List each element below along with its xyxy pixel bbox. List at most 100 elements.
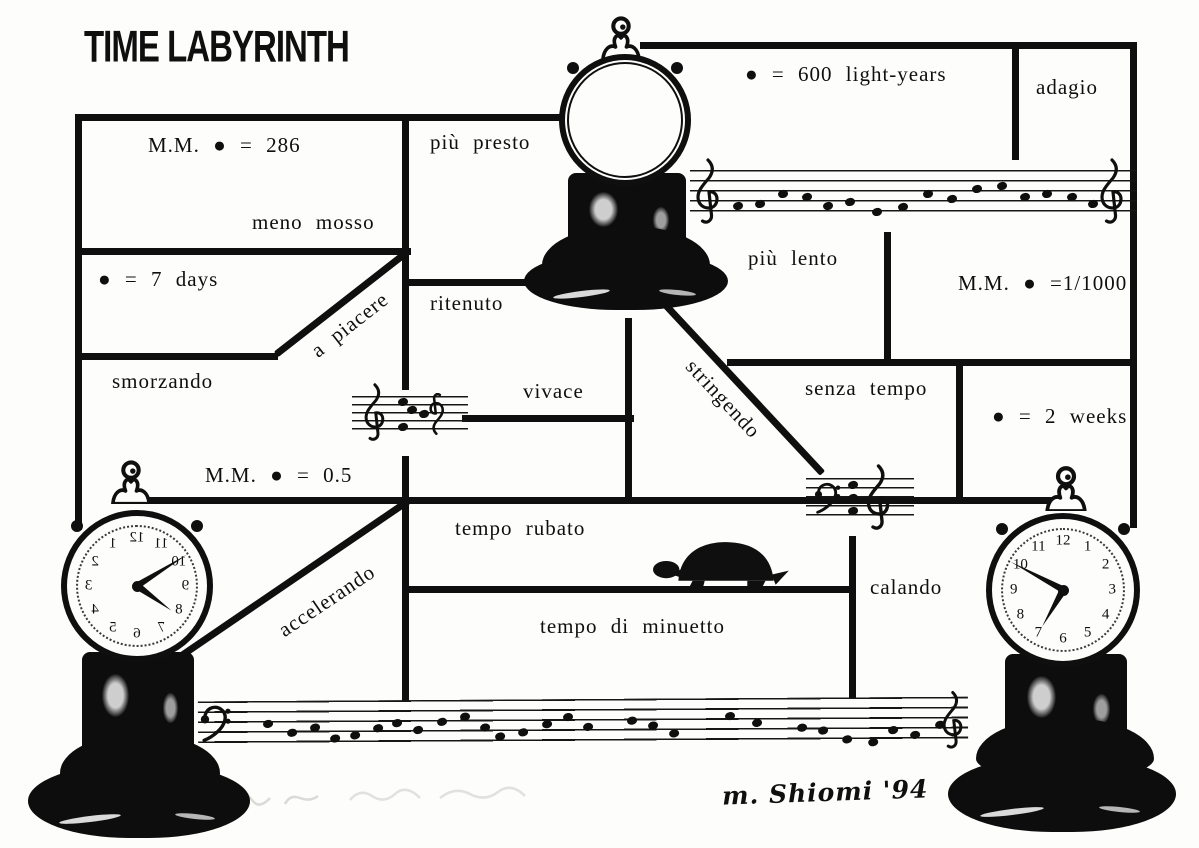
clock-numeral: 8 bbox=[1016, 606, 1025, 623]
clock-numeral: 10 bbox=[1012, 556, 1028, 573]
label-mm-286: M.M. ● = 286 bbox=[148, 133, 301, 157]
labyrinth-wall-diagonal bbox=[649, 288, 826, 476]
clock-numeral: 11 bbox=[1031, 538, 1046, 555]
labyrinth-wall bbox=[1130, 42, 1137, 528]
clock-numeral: 4 bbox=[1101, 606, 1110, 623]
labyrinth-wall bbox=[956, 359, 963, 504]
anniversary-clock-top bbox=[520, 8, 732, 314]
clock-numeral: 6 bbox=[133, 625, 141, 642]
label-600-light-years: ● = 600 light-years bbox=[745, 62, 947, 86]
labyrinth-wall bbox=[462, 415, 634, 422]
label-adagio: adagio bbox=[1036, 75, 1098, 99]
clock-knob bbox=[1118, 523, 1130, 535]
label-tempo-rubato: tempo rubato bbox=[455, 516, 586, 540]
labyrinth-wall bbox=[884, 232, 891, 365]
clock-numeral: 11 bbox=[153, 535, 169, 552]
label-senza-tempo: senza tempo bbox=[805, 376, 928, 400]
labyrinth-wall bbox=[1012, 42, 1019, 160]
music-staff-top bbox=[690, 158, 1137, 224]
treble-clef-icon bbox=[364, 383, 385, 441]
labyrinth-wall bbox=[625, 318, 632, 504]
label-piu-lento: più lento bbox=[748, 246, 839, 270]
label-7-days: ● = 7 days bbox=[98, 267, 219, 291]
clock-numeral: 3 bbox=[1108, 581, 1116, 598]
bass-clef-icon bbox=[200, 705, 231, 743]
clock-numeral: 2 bbox=[91, 553, 99, 570]
labyrinth-wall bbox=[75, 248, 411, 255]
label-accelerando: accelerando bbox=[273, 559, 380, 642]
turtle-icon bbox=[653, 542, 789, 589]
treble-clef-icon bbox=[696, 158, 719, 224]
clock-base bbox=[524, 252, 728, 310]
note-dot bbox=[841, 734, 853, 744]
page-title: TIME LABYRINTH bbox=[84, 22, 350, 73]
faint-erased-writing bbox=[234, 786, 526, 806]
label-vivace: vivace bbox=[523, 379, 584, 403]
labyrinth-wall bbox=[404, 586, 856, 593]
artist-signature: m. Shiomi '94 bbox=[721, 774, 929, 811]
clock-knob bbox=[191, 520, 203, 532]
labyrinth-wall bbox=[849, 536, 856, 698]
note-dot bbox=[397, 422, 409, 432]
note-dot bbox=[867, 737, 879, 747]
label-piu-presto: più presto bbox=[430, 130, 531, 154]
clock-center-cap bbox=[1057, 584, 1069, 596]
treble-clef-icon bbox=[866, 464, 890, 530]
clock-knob bbox=[671, 62, 683, 74]
clock-numeral: 9 bbox=[181, 577, 190, 594]
clock-numeral: 5 bbox=[109, 619, 117, 636]
clock-base bbox=[28, 764, 250, 838]
label-mm-0-5: M.M. ● = 0.5 bbox=[205, 463, 353, 487]
label-calando: calando bbox=[870, 575, 943, 599]
clock-numeral: 2 bbox=[1101, 556, 1110, 573]
labyrinth-wall bbox=[404, 279, 544, 286]
clock-numeral: 9 bbox=[1010, 581, 1018, 598]
label-meno-mosso: meno mosso bbox=[252, 210, 375, 234]
label-smorzando: smorzando bbox=[112, 369, 214, 393]
inverted-treble-clef-icon bbox=[429, 393, 445, 435]
clock-numeral: 8 bbox=[175, 601, 183, 618]
clock-crown-ornament bbox=[111, 460, 151, 504]
treble-clef-icon bbox=[1100, 158, 1123, 224]
labyrinth-wall bbox=[75, 114, 82, 530]
labyrinth-wall bbox=[75, 353, 278, 360]
labyrinth-wall bbox=[75, 114, 562, 121]
label-ritenuto: ritenuto bbox=[430, 291, 504, 315]
labyrinth-wall bbox=[727, 359, 1137, 366]
music-staff-bottom bbox=[197, 691, 969, 749]
clock-face-blank bbox=[559, 54, 691, 186]
clock-numeral: 12 bbox=[129, 529, 145, 546]
labyrinth-wall bbox=[640, 42, 1137, 49]
clock-center-cap bbox=[131, 580, 143, 592]
label-mm-1-1000: M.M. ● =1/1000 bbox=[958, 271, 1128, 295]
clock-numeral: 1 bbox=[1083, 538, 1092, 555]
clock-numeral: 5 bbox=[1083, 624, 1092, 641]
music-staff-small-middle bbox=[806, 464, 914, 530]
clock-numeral: 12 bbox=[1055, 532, 1071, 549]
clock-knob bbox=[996, 523, 1008, 535]
music-staff-small-left bbox=[352, 383, 468, 441]
clock-numeral: 3 bbox=[84, 577, 93, 594]
label-tempo-di-minuetto: tempo di minuetto bbox=[540, 614, 725, 638]
clock-knob bbox=[71, 520, 83, 532]
clock-numeral: 1 bbox=[109, 535, 117, 552]
clock-numeral: 7 bbox=[157, 619, 165, 636]
clock-crown-ornament bbox=[601, 16, 641, 60]
clock-numeral: 4 bbox=[91, 601, 99, 618]
clock-knob bbox=[567, 62, 579, 74]
clock-numeral: 10 bbox=[171, 553, 187, 570]
staff-lines bbox=[197, 696, 969, 744]
note-dot bbox=[871, 207, 883, 217]
clock-numeral: 7 bbox=[1034, 624, 1043, 641]
bass-clef-icon bbox=[814, 482, 841, 514]
labyrinth-wall bbox=[140, 497, 1055, 504]
clock-crown-ornament bbox=[1045, 466, 1087, 511]
clock-base bbox=[948, 756, 1176, 832]
labyrinth-wall bbox=[402, 456, 409, 702]
label-2-weeks: ● = 2 weeks bbox=[992, 404, 1128, 428]
